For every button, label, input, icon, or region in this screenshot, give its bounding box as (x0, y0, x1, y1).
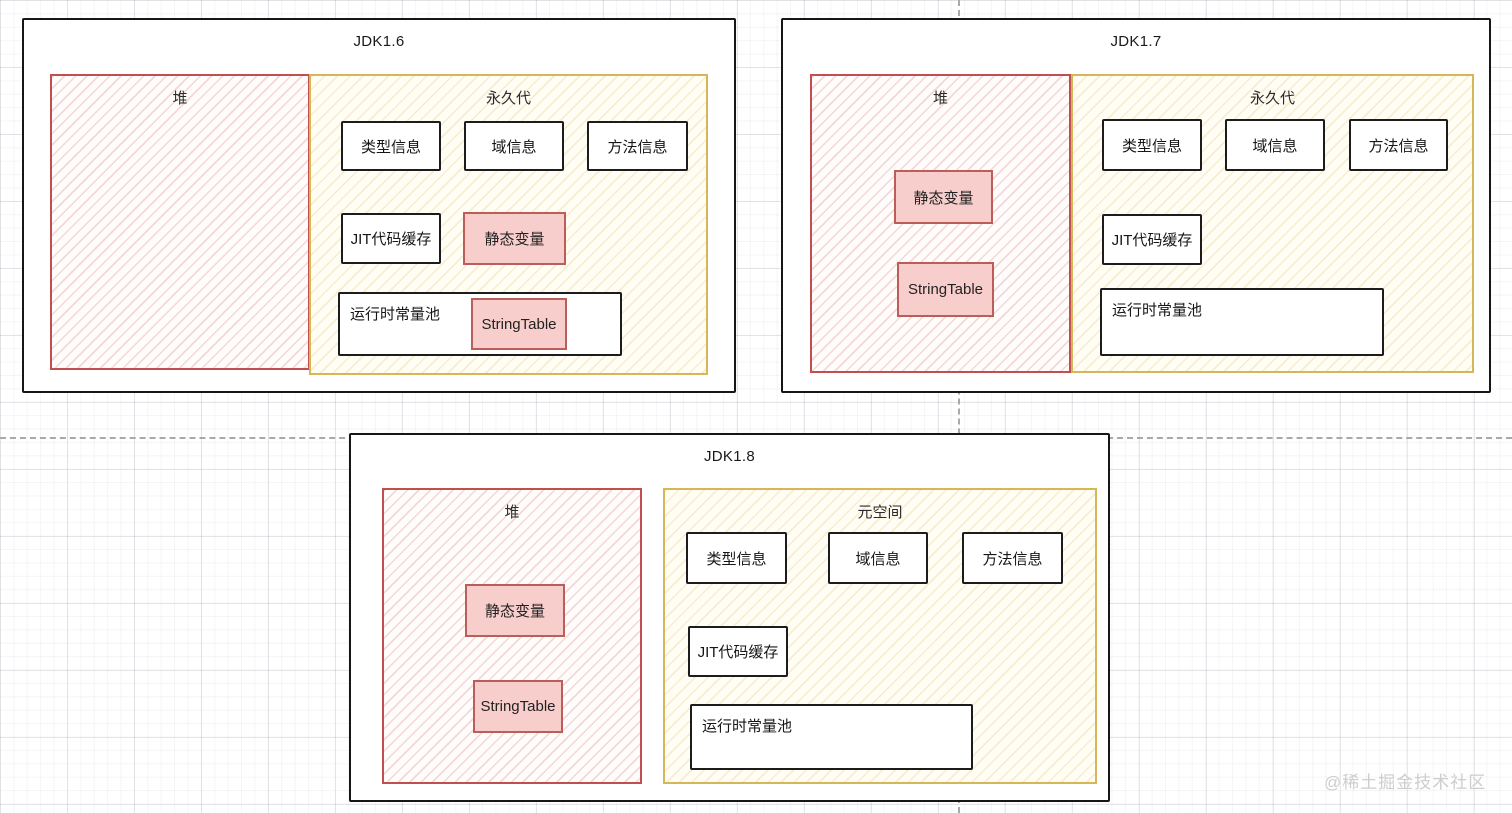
jit-code-cache-box: JIT代码缓存 (1102, 214, 1202, 265)
watermark: @稀土掘金技术社区 (1324, 773, 1487, 792)
runtime-constant-pool-label: 运行时常量池 (1112, 302, 1203, 319)
heap-region: 堆 静态变量 StringTable (810, 74, 1071, 373)
static-vars-box: 静态变量 (463, 212, 566, 265)
runtime-constant-pool-box: 运行时常量池 StringTable (338, 292, 622, 356)
permgen-label: 永久代 (485, 90, 531, 107)
panel-title: JDK1.8 (704, 448, 755, 465)
jit-code-cache-box: JIT代码缓存 (341, 213, 441, 264)
static-vars-box: 静态变量 (465, 584, 565, 637)
runtime-constant-pool-label: 运行时常量池 (350, 306, 441, 323)
runtime-constant-pool-box: 运行时常量池 (690, 704, 973, 770)
panel-title: JDK1.7 (1110, 33, 1162, 50)
permgen-label: 永久代 (1249, 90, 1295, 107)
field-info-box: 域信息 (1225, 119, 1325, 171)
type-info-box: 类型信息 (686, 532, 787, 584)
metaspace-label: 元空间 (857, 504, 903, 521)
type-info-box: 类型信息 (1102, 119, 1202, 171)
method-info-box: 方法信息 (1349, 119, 1448, 171)
permgen-region: 永久代 类型信息 域信息 方法信息 JIT代码缓存 运行时常量池 (1071, 74, 1474, 373)
panel-jdk17: JDK1.7 堆 静态变量 StringTable 永久代 类型信息 域信息 方… (781, 18, 1491, 393)
panel-title: JDK1.6 (353, 33, 405, 50)
field-info-box: 域信息 (464, 121, 564, 171)
runtime-constant-pool-box: 运行时常量池 (1100, 288, 1384, 356)
permgen-region: 永久代 类型信息 域信息 方法信息 JIT代码缓存 静态变量 运行时常量池 St… (309, 74, 708, 375)
page-divider-vertical (958, 0, 960, 813)
string-table-box: StringTable (897, 262, 994, 317)
field-info-box: 域信息 (828, 532, 928, 584)
string-table-box: StringTable (473, 680, 563, 733)
heap-label: 堆 (932, 90, 948, 107)
method-info-box: 方法信息 (962, 532, 1063, 584)
heap-label: 堆 (172, 90, 188, 107)
panel-jdk18: JDK1.8 堆 静态变量 StringTable 元空间 类型信息 域信息 方… (349, 433, 1110, 802)
static-vars-box: 静态变量 (894, 170, 993, 224)
metaspace-region: 元空间 类型信息 域信息 方法信息 JIT代码缓存 运行时常量池 (663, 488, 1097, 784)
panel-jdk16: JDK1.6 堆 永久代 类型信息 域信息 方法信息 JIT代码缓存 静态变量 … (22, 18, 736, 393)
heap-region: 堆 静态变量 StringTable (382, 488, 642, 784)
runtime-constant-pool-label: 运行时常量池 (702, 718, 793, 735)
heap-region: 堆 (50, 74, 310, 370)
jit-code-cache-box: JIT代码缓存 (688, 626, 788, 677)
method-info-box: 方法信息 (587, 121, 688, 171)
type-info-box: 类型信息 (341, 121, 441, 171)
heap-label: 堆 (504, 504, 520, 521)
string-table-box: StringTable (471, 298, 567, 350)
